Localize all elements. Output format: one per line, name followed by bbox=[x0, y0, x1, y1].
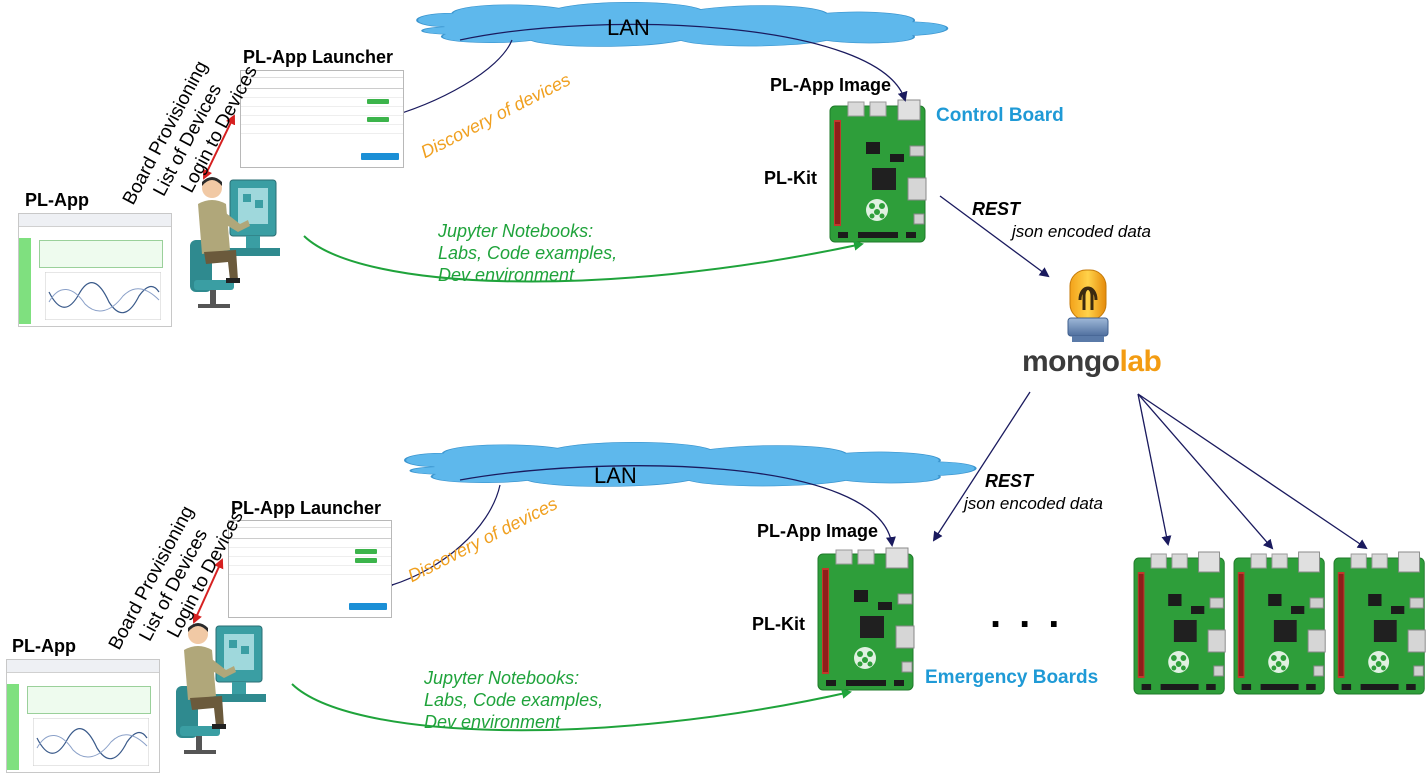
rest-label-bottom: REST bbox=[985, 471, 1034, 491]
rest-arrow-bottom bbox=[932, 391, 1031, 542]
jupyter-arrow-bottom bbox=[291, 683, 852, 732]
json-label-top: json encoded data bbox=[1012, 222, 1151, 241]
sine-plot-icon bbox=[33, 718, 149, 766]
mongolab-part1: mongo bbox=[1022, 345, 1120, 378]
rest-label-top: REST bbox=[972, 199, 1021, 219]
mongo-to-board-2 bbox=[1137, 393, 1274, 550]
launcher-window-bottom bbox=[228, 520, 392, 618]
jupyter-line-2: Labs, Code examples, bbox=[438, 243, 618, 263]
jupyter-arrow-top bbox=[303, 235, 864, 283]
sine-plot-icon bbox=[45, 272, 161, 320]
rest-arrow-top bbox=[939, 195, 1050, 278]
jupyter-label-bottom: Jupyter Notebooks: Labs, Code examples, … bbox=[424, 667, 603, 733]
control-board-rpi bbox=[829, 99, 927, 243]
launcher-window-top bbox=[240, 70, 404, 168]
discovery-line-bottom bbox=[382, 484, 501, 593]
red-arrow-top bbox=[202, 114, 236, 180]
json-label-bottom: json encoded data bbox=[964, 494, 1103, 513]
person-bottom bbox=[175, 622, 267, 755]
emergency-board-2 bbox=[1233, 551, 1326, 695]
pl-app-image-label-top: PL-App Image bbox=[770, 75, 892, 95]
jupyter-line-3: Dev environment bbox=[438, 265, 575, 285]
jupyter-line-1: Jupyter Notebooks: bbox=[438, 221, 594, 241]
emergency-board-3 bbox=[1333, 551, 1426, 695]
red-arrow-bottom bbox=[192, 558, 224, 624]
mongolab-logo bbox=[1067, 269, 1109, 342]
pl-kit-label-bottom: PL-Kit bbox=[752, 614, 805, 634]
ellipsis: ... bbox=[990, 592, 1078, 636]
lan-cloud-top bbox=[416, 1, 949, 48]
emergency-board-main bbox=[817, 547, 915, 691]
mongo-to-board-3 bbox=[1137, 393, 1368, 550]
jupyter-line-3: Dev environment bbox=[424, 712, 561, 732]
jupyter-line-1: Jupyter Notebooks: bbox=[424, 668, 580, 688]
launcher-label-bottom: PL-App Launcher bbox=[231, 498, 382, 518]
person-top bbox=[189, 176, 281, 309]
pl-app-screenshot-bottom bbox=[6, 659, 160, 773]
lan-to-image-arrow-bottom bbox=[459, 465, 896, 547]
lan-label-bottom: LAN bbox=[594, 463, 637, 488]
lan-label-top: LAN bbox=[607, 15, 650, 40]
lan-to-image-arrow-top bbox=[459, 23, 908, 102]
jupyter-label-top: Jupyter Notebooks: Labs, Code examples, … bbox=[438, 220, 617, 286]
pl-app-screenshot-top bbox=[18, 213, 172, 327]
mongolab-wordmark: mongolab bbox=[1022, 345, 1162, 379]
mongolab-part2: lab bbox=[1119, 345, 1162, 378]
lan-cloud-bottom bbox=[404, 441, 977, 488]
control-board-label: Control Board bbox=[936, 105, 1064, 126]
pl-kit-label-top: PL-Kit bbox=[764, 168, 817, 188]
pl-app-label-bottom: PL-App bbox=[12, 636, 76, 656]
mongo-to-board-1 bbox=[1137, 393, 1172, 546]
emergency-board-1 bbox=[1133, 551, 1226, 695]
emergency-boards-label: Emergency Boards bbox=[925, 667, 1099, 688]
launcher-label-top: PL-App Launcher bbox=[243, 47, 394, 67]
jupyter-line-2: Labs, Code examples, bbox=[424, 690, 604, 710]
pl-app-label-top: PL-App bbox=[25, 190, 89, 210]
pl-app-image-label-bottom: PL-App Image bbox=[757, 521, 879, 541]
